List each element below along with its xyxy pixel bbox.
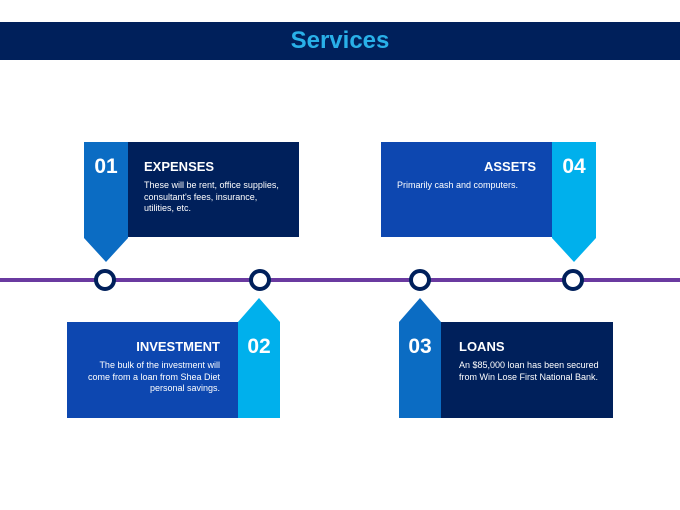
tab-marker-02 [238, 298, 280, 418]
tab-03: 03 [399, 322, 441, 382]
timeline-dot-03 [409, 269, 431, 291]
item-number-04: 04 [562, 155, 586, 178]
card-expenses: EXPENSES These will be rent, office supp… [128, 142, 299, 237]
card-assets: ASSETS Primarily cash and computers. [381, 142, 552, 237]
tab-04: 04 [552, 142, 596, 202]
timeline-line [0, 278, 680, 282]
timeline-dot-01 [94, 269, 116, 291]
card-text-investment: The bulk of the investment will come fro… [87, 360, 220, 393]
title-bar: Services [0, 22, 680, 60]
card-title-expenses: EXPENSES [144, 159, 215, 174]
card-investment: INVESTMENT The bulk of the investment wi… [67, 322, 238, 418]
item-number-02: 02 [247, 335, 271, 358]
tab-marker-01 [84, 142, 128, 262]
tab-02: 02 [238, 322, 280, 382]
tab-marker-04 [552, 142, 596, 262]
card-text-expenses: These will be rent, office supplies, con… [144, 180, 279, 213]
card-title-assets: ASSETS [483, 159, 536, 174]
item-number-01: 01 [94, 155, 118, 178]
card-title-loans: LOANS [459, 339, 505, 354]
card-loans: LOANS An $85,000 loan has been secured f… [441, 322, 613, 418]
tab-01: 01 [84, 142, 128, 202]
timeline-dot-02 [249, 269, 271, 291]
tab-marker-03 [399, 298, 441, 418]
item-number-03: 03 [408, 335, 432, 358]
timeline-dot-04 [562, 269, 584, 291]
card-text-loans: An $85,000 loan has been secured from Wi… [459, 360, 599, 382]
card-title-investment: INVESTMENT [136, 339, 220, 354]
card-text-assets: Primarily cash and computers. [397, 180, 519, 190]
page-title: Services [290, 27, 390, 54]
